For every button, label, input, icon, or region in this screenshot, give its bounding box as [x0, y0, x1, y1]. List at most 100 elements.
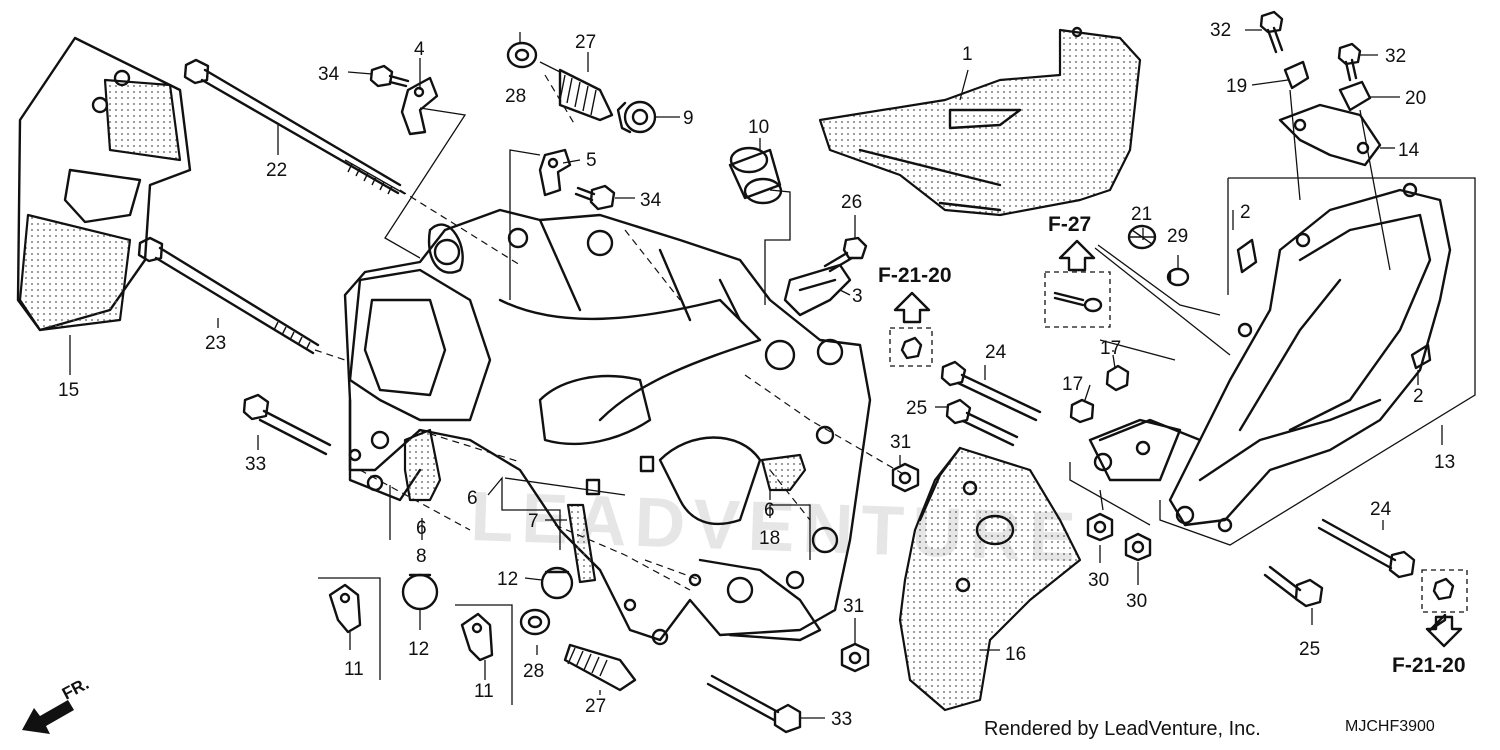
callout-29[interactable]: 29 [1167, 226, 1188, 247]
part-23-long-bolt[interactable] [137, 236, 320, 355]
part-2-label-upper[interactable] [1236, 238, 1258, 274]
callout-26[interactable]: 26 [841, 192, 862, 213]
callout-31-lower[interactable]: 31 [843, 596, 864, 617]
callout-10[interactable]: 10 [748, 117, 769, 138]
part-30-nut-left[interactable] [1086, 512, 1114, 542]
part-17-nut-lower[interactable] [1069, 398, 1095, 424]
part-20-clip[interactable] [1338, 80, 1372, 112]
callout-11-left[interactable]: 11 [344, 659, 364, 680]
callout-28-upper[interactable]: 28 [505, 86, 526, 107]
part-27-adjuster-upper[interactable] [558, 68, 614, 122]
part-9-bushing[interactable] [616, 100, 657, 134]
ref-f27[interactable]: F-27 [1048, 213, 1091, 236]
callout-4[interactable]: 4 [414, 39, 425, 60]
callout-28-lower[interactable]: 28 [523, 661, 544, 682]
callout-17-upper[interactable]: 17 [1100, 338, 1121, 359]
part-34-bolt-upper[interactable] [369, 64, 410, 88]
part-7-rubber-strip[interactable] [566, 503, 597, 584]
part-19-clip[interactable] [1283, 60, 1310, 90]
callout-31-upper[interactable]: 31 [890, 432, 911, 453]
part-27-adjuster-lower[interactable] [563, 643, 637, 692]
callout-34-upper[interactable]: 34 [318, 64, 340, 85]
callout-30-right[interactable]: 30 [1126, 591, 1147, 612]
callout-14[interactable]: 14 [1398, 140, 1420, 161]
part-33-bolt-upper[interactable] [242, 393, 332, 456]
callout-20[interactable]: 20 [1405, 88, 1426, 109]
part-12-collar-left[interactable] [401, 573, 439, 611]
callout-21[interactable]: 21 [1131, 204, 1152, 225]
part-32-bolt-right[interactable] [1337, 42, 1362, 82]
ref-box-f2120-lower[interactable] [1421, 569, 1468, 613]
part-22-long-bolt[interactable] [183, 58, 406, 195]
callout-2-lower[interactable]: 2 [1413, 386, 1424, 407]
part-24-bolt-lower[interactable] [1317, 518, 1416, 579]
callout-12-left[interactable]: 12 [408, 639, 429, 660]
part-4-bracket[interactable] [400, 76, 439, 136]
callout-30-left[interactable]: 30 [1088, 570, 1109, 591]
part-24-bolt-upper[interactable] [940, 360, 1042, 422]
part-28-collar-upper[interactable] [506, 41, 538, 69]
part-11-bracket-right[interactable] [460, 612, 494, 662]
callout-27-upper[interactable]: 27 [575, 32, 596, 53]
part-2-label-lower[interactable] [1410, 343, 1432, 370]
part-31-nut-upper[interactable] [891, 462, 920, 493]
callout-2-upper[interactable]: 2 [1240, 202, 1251, 223]
part-25-bolt-upper[interactable] [945, 398, 1019, 447]
part-21-grommet[interactable] [1127, 224, 1157, 250]
callout-6-right[interactable]: 6 [764, 500, 775, 521]
callout-15[interactable]: 15 [58, 380, 79, 401]
part-6-rubber-pad-center[interactable] [585, 455, 655, 496]
callout-3[interactable]: 3 [852, 286, 863, 307]
part-1-heat-guard[interactable] [818, 26, 1142, 217]
callout-34-lower[interactable]: 34 [640, 190, 662, 211]
callout-17-lower[interactable]: 17 [1062, 374, 1083, 395]
ref-box-f2120-upper[interactable] [889, 327, 933, 367]
part-16-lower-cover[interactable] [898, 446, 1082, 712]
part-6-rubber-pad-left[interactable] [403, 428, 442, 502]
callout-12-center[interactable]: 12 [497, 569, 518, 590]
callout-24-lower[interactable]: 24 [1370, 499, 1392, 520]
part-33-bolt-lower[interactable] [706, 674, 802, 734]
callout-8[interactable]: 8 [416, 546, 427, 567]
part-26-bolt[interactable] [823, 236, 868, 273]
part-10-collar[interactable] [728, 146, 783, 205]
callout-6-left[interactable]: 6 [416, 518, 427, 539]
main-frame[interactable] [343, 208, 872, 646]
callout-16[interactable]: 16 [1005, 644, 1026, 665]
callout-25-lower[interactable]: 25 [1299, 639, 1320, 660]
sub-frame[interactable] [1088, 182, 1452, 533]
part-29-collar[interactable] [1166, 267, 1190, 287]
callout-23[interactable]: 23 [205, 333, 226, 354]
callout-27-lower[interactable]: 27 [585, 696, 606, 717]
callout-33-upper[interactable]: 33 [245, 454, 266, 475]
part-5-bracket[interactable] [538, 148, 572, 197]
callout-18[interactable]: 18 [759, 528, 780, 549]
callout-5[interactable]: 5 [586, 150, 597, 171]
callout-7[interactable]: 7 [528, 511, 539, 532]
callout-9[interactable]: 9 [683, 108, 694, 129]
part-34-bolt-lower[interactable] [574, 184, 616, 211]
part-32-bolt-left[interactable] [1259, 10, 1284, 54]
part-28-collar-lower[interactable] [519, 608, 551, 636]
callout-19[interactable]: 19 [1226, 76, 1247, 97]
callout-11-right[interactable]: 11 [474, 681, 494, 702]
ref-box-f27[interactable] [1044, 271, 1111, 328]
part-14-stay[interactable] [1278, 103, 1382, 167]
part-17-nut-upper[interactable] [1105, 364, 1130, 392]
callout-22[interactable]: 22 [266, 160, 287, 181]
ref-f2120-upper[interactable]: F-21-20 [878, 264, 952, 287]
part-31-nut-lower[interactable] [840, 642, 870, 673]
callout-32-right[interactable]: 32 [1385, 46, 1406, 67]
callout-13[interactable]: 13 [1434, 452, 1455, 473]
part-11-bracket-left[interactable] [328, 583, 362, 634]
part-30-nut-right[interactable] [1124, 532, 1152, 562]
callout-1[interactable]: 1 [962, 44, 973, 65]
callout-33-lower[interactable]: 33 [831, 709, 852, 730]
callout-25-upper[interactable]: 25 [906, 398, 927, 419]
callout-6-center[interactable]: 6 [467, 488, 478, 509]
part-15-side-cover[interactable] [16, 36, 192, 332]
callout-32-left[interactable]: 32 [1210, 20, 1231, 41]
ref-f2120-lower[interactable]: F-21-20 [1392, 654, 1466, 677]
part-12-collar-center[interactable] [540, 566, 574, 600]
part-25-bolt-lower[interactable] [1263, 565, 1324, 608]
